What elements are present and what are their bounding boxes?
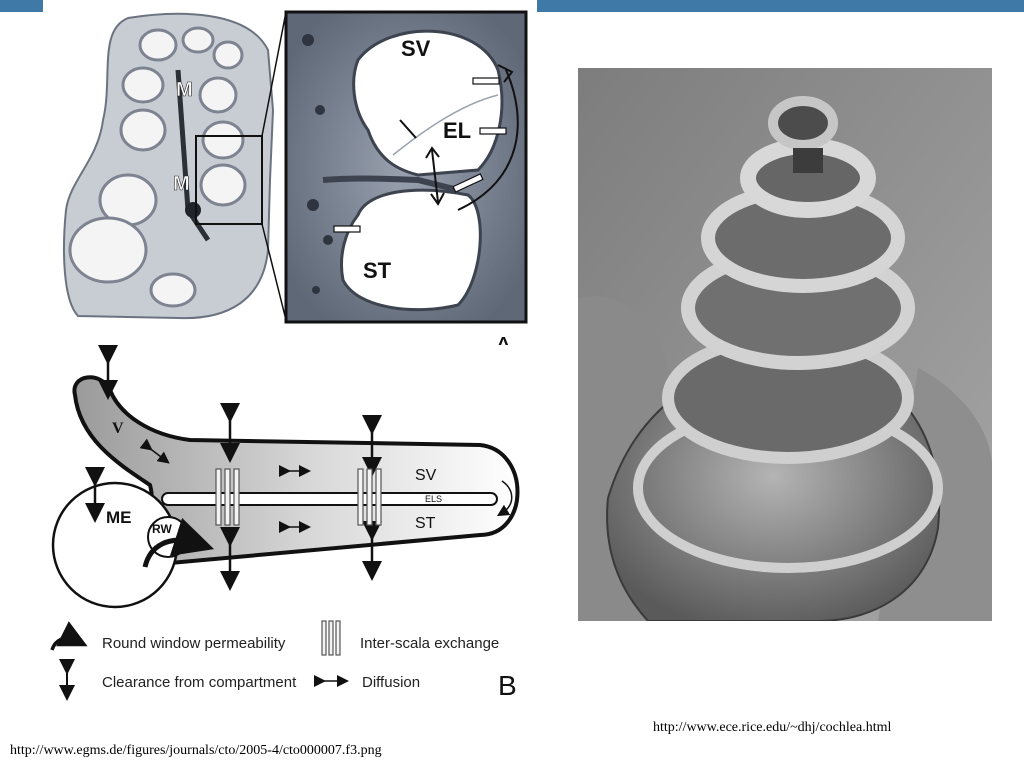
round-window-legend-icon — [50, 621, 88, 651]
label-v: V — [112, 420, 124, 437]
legend-clearance: Clearance from compartment — [102, 674, 297, 691]
inter-scala-legend-icon — [321, 620, 341, 656]
cochlea-zoom-view — [284, 10, 528, 324]
legend-inter-scala: Inter-scala exchange — [360, 635, 499, 652]
zoom-label-sv: SV — [401, 36, 431, 61]
label-st: ST — [415, 515, 436, 532]
legend-diffusion: Diffusion — [362, 674, 420, 691]
label-rw: RW — [152, 522, 172, 536]
endolymph-duct — [161, 492, 498, 506]
overview-label-m-1: M — [176, 79, 193, 101]
zoom-connector-bottom — [261, 223, 287, 321]
figure-a-histology: M M SV EL ST — [63, 10, 528, 324]
zoom-region-box — [195, 135, 263, 225]
zoom-label-el: EL — [443, 118, 471, 143]
cochlea-sem-photo — [578, 68, 992, 621]
cochlea-overview — [63, 12, 275, 320]
left-source-url[interactable]: http://www.egms.de/figures/journals/cto/… — [10, 743, 382, 758]
top-bar-gap — [43, 0, 537, 12]
label-els: ELS — [425, 494, 442, 504]
figure-b-schematic: V ME RW SV ELS ST Round window permeabil… — [40, 345, 535, 703]
legend-round-window: Round window permeability — [102, 635, 286, 652]
overview-label-m-2: M — [173, 173, 190, 195]
right-source-url[interactable]: http://www.ece.rice.edu/~dhj/cochlea.htm… — [653, 720, 892, 735]
label-me: ME — [106, 508, 132, 527]
label-sv: SV — [415, 467, 437, 484]
panel-b-label: B — [498, 670, 517, 701]
zoom-label-st: ST — [363, 258, 392, 283]
zoom-connector-top — [261, 11, 287, 137]
legend: Round window permeability Inter-scala ex… — [50, 620, 517, 701]
